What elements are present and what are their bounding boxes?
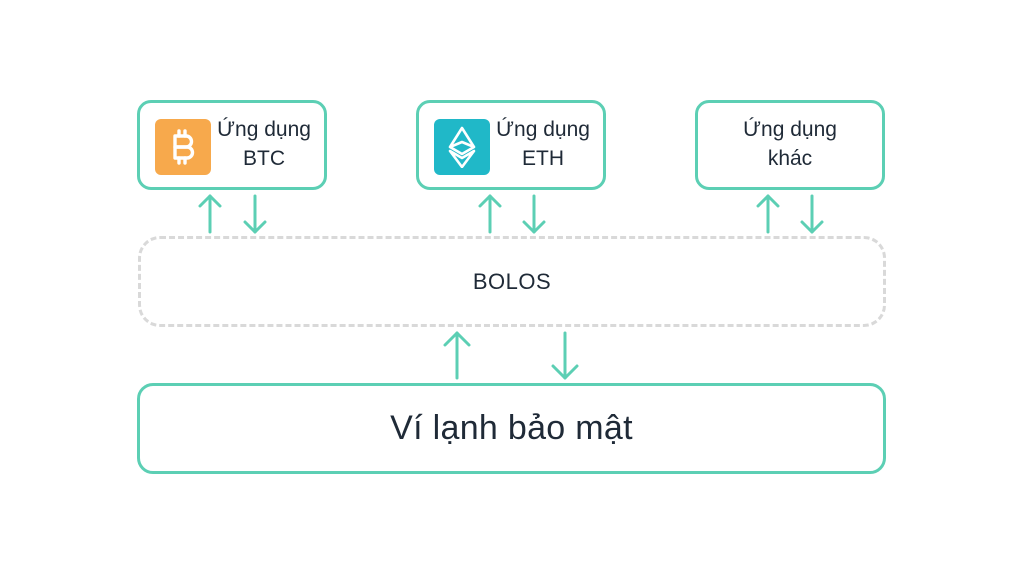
ethereum-glyph xyxy=(448,126,476,168)
arrow-up-other xyxy=(756,194,780,234)
bolos-label: BOLOS xyxy=(472,268,552,294)
arrow-down-wallet xyxy=(551,331,579,380)
arrow-down-btc xyxy=(243,194,267,234)
secure-wallet-label: Ví lạnh bảo mật xyxy=(390,409,633,447)
app-label-eth-line1: Ứng dụng xyxy=(496,118,590,141)
app-label-btc-line2: BTC xyxy=(243,147,285,170)
arrow-up-btc xyxy=(198,194,222,234)
app-label-btc-line1: Ứng dụng xyxy=(217,118,311,141)
bolos-layer: BOLOS xyxy=(138,236,886,327)
app-label-btc: Ứng dụng BTC xyxy=(210,115,318,173)
app-box-eth: Ứng dụng ETH xyxy=(416,100,606,190)
arrow-up-wallet xyxy=(443,331,471,380)
bitcoin-icon xyxy=(155,119,211,175)
app-label-eth-line2: ETH xyxy=(522,147,564,170)
arrow-down-other xyxy=(800,194,824,234)
secure-wallet-box: Ví lạnh bảo mật xyxy=(137,383,886,474)
arrow-down-eth xyxy=(522,194,546,234)
app-label-other: Ứng dụng khác xyxy=(698,115,882,173)
app-label-other-line2: khác xyxy=(767,147,813,170)
app-box-other: Ứng dụng khác xyxy=(695,100,885,190)
bitcoin-glyph xyxy=(173,129,195,165)
ethereum-icon xyxy=(434,119,490,175)
arrow-up-eth xyxy=(478,194,502,234)
app-label-eth: Ứng dụng ETH xyxy=(489,115,597,173)
app-label-other-line1: Ứng dụng xyxy=(743,118,837,141)
app-box-btc: Ứng dụng BTC xyxy=(137,100,327,190)
